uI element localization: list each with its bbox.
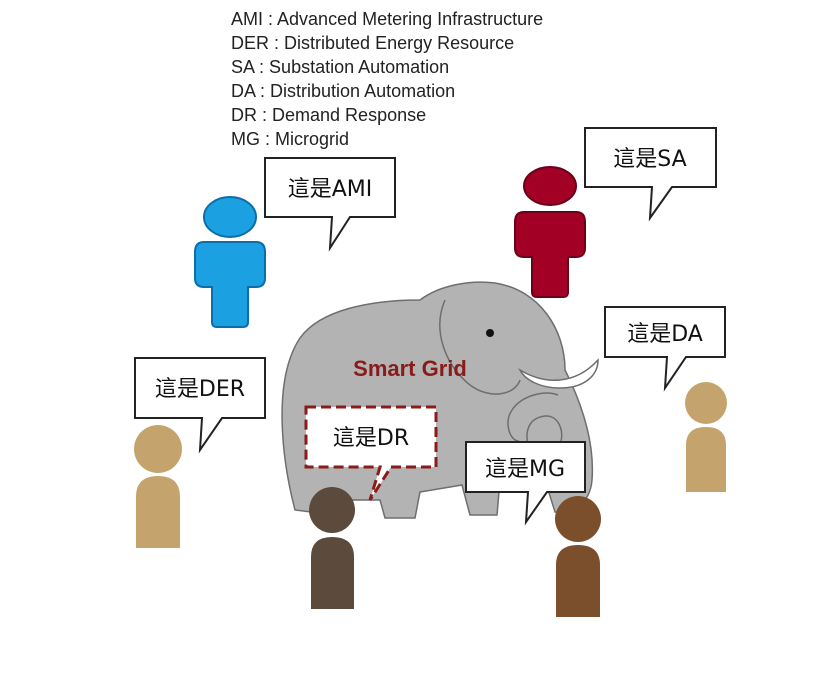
bubble-shape	[605, 307, 725, 388]
da-speech-bubble: 這是DA	[605, 307, 725, 388]
bubble-shape	[585, 128, 716, 218]
bubble-text: 這是MG	[485, 457, 565, 482]
elephant-label: Smart Grid	[353, 356, 467, 381]
sa-person	[515, 167, 585, 297]
person-body	[556, 545, 600, 617]
bubble-text: 這是DA	[627, 322, 703, 347]
ami-speech-bubble: 這是AMI	[265, 158, 395, 248]
person-body	[686, 427, 726, 492]
person-body	[515, 212, 585, 297]
elephant-eye	[486, 329, 494, 337]
dr-person	[309, 487, 355, 609]
person-head	[685, 382, 727, 424]
person-head	[204, 197, 256, 237]
bubble-text: 這是AMI	[288, 177, 373, 202]
der-person	[134, 425, 182, 548]
person-head	[309, 487, 355, 533]
person-body	[195, 242, 265, 327]
person-head	[524, 167, 576, 205]
bubble-shape	[265, 158, 395, 248]
person-body	[136, 476, 180, 548]
sa-speech-bubble: 這是SA	[585, 128, 716, 218]
ami-person	[195, 197, 265, 327]
bubble-text: 這是DER	[155, 377, 245, 402]
person-head	[555, 496, 601, 542]
da-person	[685, 382, 727, 492]
person-body	[311, 537, 354, 609]
person-head	[134, 425, 182, 473]
bubble-text: 這是SA	[613, 147, 686, 172]
bubble-text: 這是DR	[333, 426, 409, 451]
mg-person	[555, 496, 601, 617]
